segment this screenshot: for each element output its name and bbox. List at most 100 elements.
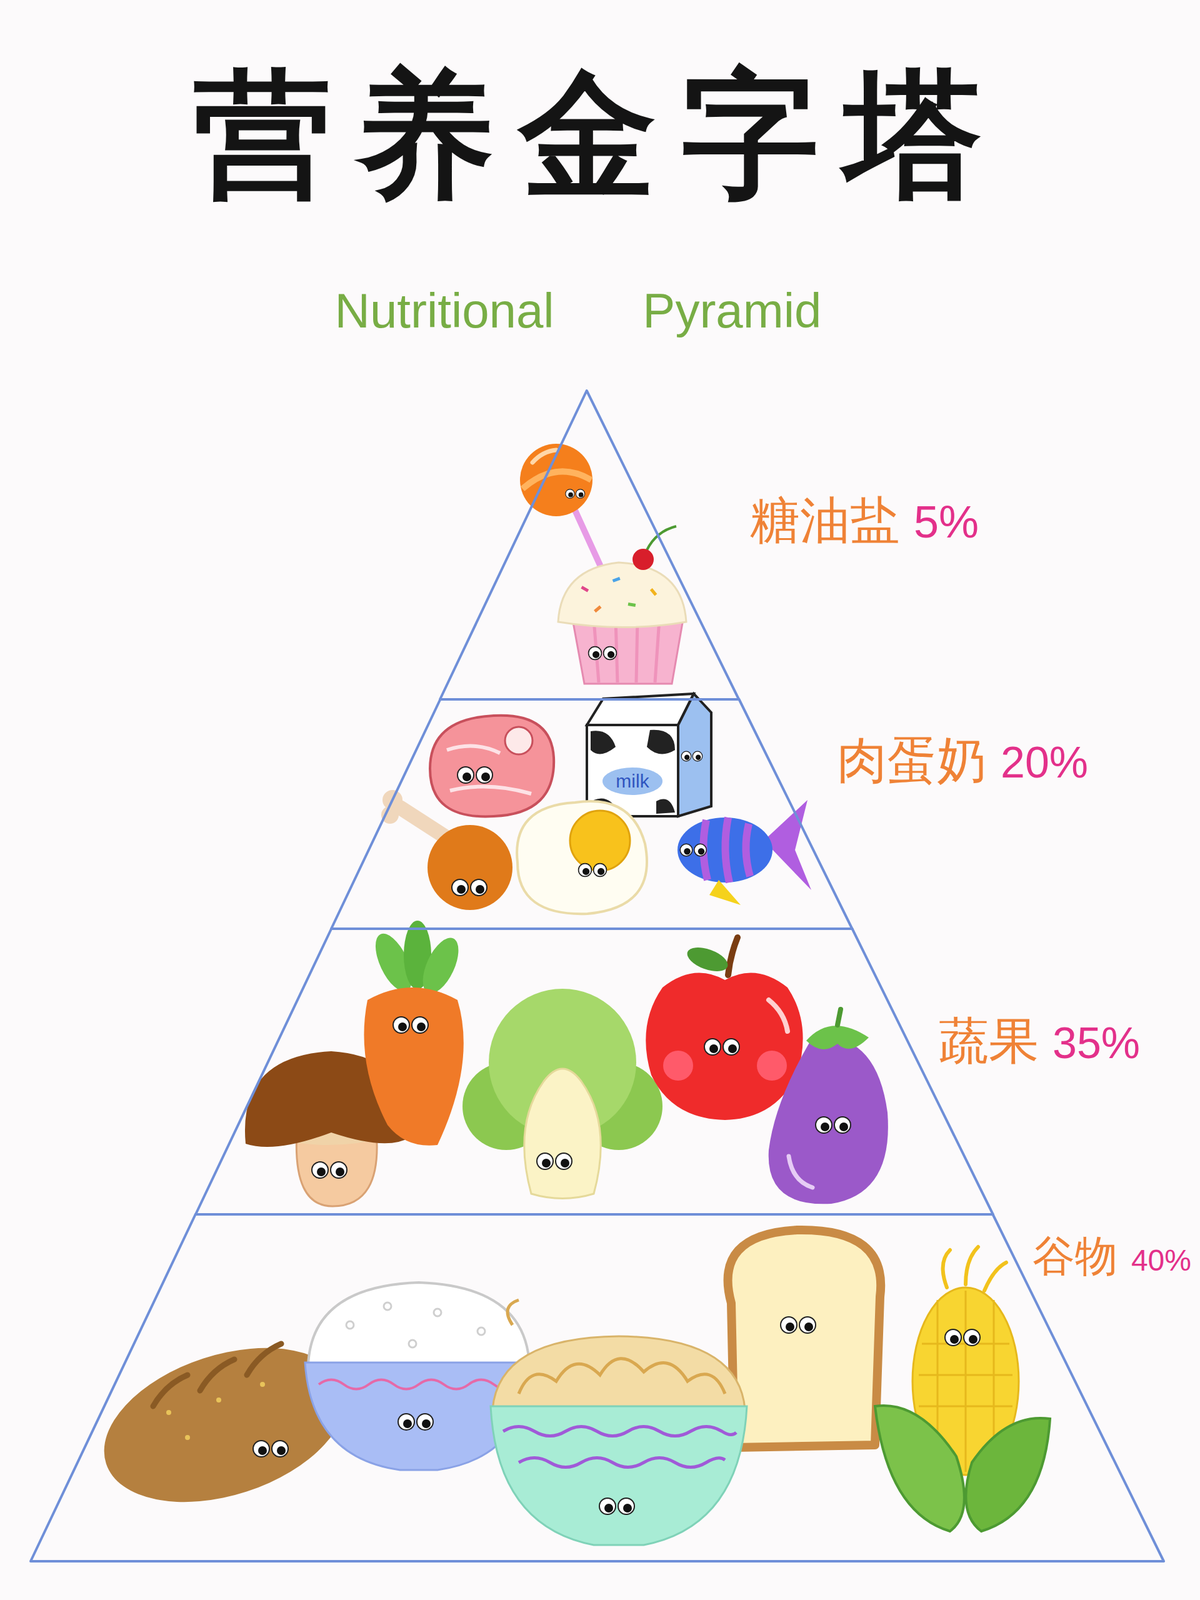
- food-shape: [383, 1302, 392, 1310]
- carton-label: milk: [615, 770, 649, 793]
- drumstick: [381, 790, 513, 910]
- food-shape: [433, 1308, 442, 1317]
- subtitle: Nutritional Pyramid: [335, 283, 822, 340]
- food-shape: [408, 1340, 417, 1348]
- food-shape: [522, 471, 592, 489]
- food-shape: [645, 972, 803, 1120]
- steak: [430, 715, 554, 817]
- food-shape: [492, 1336, 745, 1410]
- food-shape: [709, 880, 741, 905]
- food-shape: [943, 1246, 1007, 1291]
- percentage: 35%: [1052, 1018, 1140, 1069]
- food-shape: [768, 1036, 889, 1204]
- food-shape: [628, 602, 637, 607]
- percentage: 5%: [913, 496, 979, 549]
- food-shape: [451, 879, 487, 896]
- carrot: [363, 920, 466, 1146]
- band-label: 谷物40%: [1032, 1231, 1192, 1281]
- food-shape: [490, 1406, 747, 1545]
- food-shape: [311, 1161, 347, 1179]
- food-shape: [684, 942, 732, 976]
- food-shape: [632, 548, 654, 570]
- food-shape: [728, 937, 738, 975]
- toast: [728, 1230, 882, 1448]
- food-shape: [216, 1397, 222, 1403]
- food-shape: [518, 1458, 725, 1468]
- food-shape: [780, 1316, 816, 1334]
- food-shape: [678, 693, 712, 817]
- food-shape: [524, 1068, 602, 1199]
- percentage: 20%: [1000, 737, 1089, 789]
- noodle-bowl: [490, 1300, 747, 1545]
- food-shape: [646, 526, 677, 550]
- food-shape: [393, 1016, 429, 1034]
- food-shape: [398, 1413, 434, 1430]
- food-shape: [806, 1025, 869, 1050]
- food-shape: [612, 576, 621, 583]
- food-shape: [516, 801, 647, 914]
- food-shape: [346, 1321, 354, 1329]
- pyramid-band: 蔬果35%: [195, 928, 994, 1215]
- food-shape: [457, 766, 493, 784]
- food-shape: [166, 1410, 172, 1415]
- band-shape: [30, 1214, 1164, 1562]
- band-shape: [331, 699, 852, 929]
- food-shape: [505, 726, 533, 755]
- food-shape: [875, 1405, 965, 1532]
- food-shape: [427, 825, 513, 910]
- food-shape: [788, 1156, 813, 1188]
- band-shape: [440, 390, 739, 700]
- eggplant: [768, 1009, 889, 1204]
- band-shape: [195, 928, 994, 1215]
- food-shape: [837, 1009, 841, 1025]
- fish: [677, 800, 812, 905]
- food-shape: [477, 1327, 485, 1335]
- diagram-title: 营养金字塔: [0, 59, 1200, 211]
- food-shape: [503, 1426, 737, 1437]
- food-shape: [593, 605, 602, 614]
- food-shape: [308, 1282, 530, 1366]
- food-shape: [599, 1498, 635, 1515]
- band-outline: [195, 928, 994, 1215]
- band-label: 肉蛋奶20%: [836, 731, 1089, 790]
- food-group: 肉蛋奶: [836, 731, 987, 790]
- food-shape: [703, 817, 750, 883]
- band-outline: [440, 390, 739, 700]
- food-shape: [815, 1116, 851, 1134]
- food-shape: [588, 646, 617, 660]
- food-shape: [253, 1440, 289, 1457]
- food-shape: [565, 489, 585, 499]
- band-label: 糖油盐5%: [750, 491, 979, 550]
- food-shape: [636, 618, 638, 683]
- food-shape: [318, 1380, 519, 1390]
- food-shape: [580, 585, 589, 592]
- fried-egg: [516, 801, 647, 914]
- food-shape: [677, 817, 773, 883]
- food-shape: [663, 1050, 694, 1081]
- food-shape: [507, 1300, 519, 1325]
- food-shape: [656, 799, 675, 814]
- food-shape: [646, 730, 675, 755]
- food-shape: [965, 1418, 1050, 1532]
- cabbage: [462, 988, 663, 1199]
- cupcake: [558, 526, 687, 684]
- food-shape: [756, 1050, 787, 1081]
- food-shape: [536, 1153, 572, 1170]
- milk-carton: [586, 693, 712, 817]
- food-shape: [590, 730, 616, 754]
- food-shape: [260, 1381, 265, 1387]
- food-shape: [655, 618, 660, 683]
- band-outline: [30, 1214, 1164, 1562]
- food-shape: [728, 1230, 882, 1448]
- food-shape: [185, 1435, 190, 1440]
- food-shape: [650, 588, 658, 596]
- pyramid-band: 谷物40%: [30, 1214, 1164, 1562]
- food-group: 蔬果: [938, 1012, 1039, 1070]
- apple: [645, 937, 803, 1120]
- pyramid-band: 糖油盐5%: [440, 390, 739, 700]
- food-shape: [573, 507, 604, 572]
- food-shape: [681, 751, 703, 762]
